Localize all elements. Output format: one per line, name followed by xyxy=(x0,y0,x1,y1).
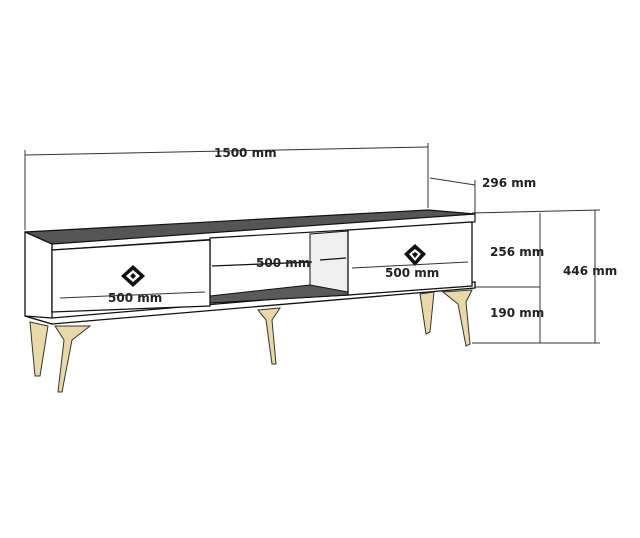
back-right-leg xyxy=(419,291,435,335)
right-drawer-handle-icon xyxy=(404,244,426,266)
front-left-leg xyxy=(54,325,92,393)
cabinet-height-label: 256 mm xyxy=(490,245,544,259)
left-drawer-handle-icon xyxy=(121,265,145,287)
middle-shelf-width-label: 500 mm xyxy=(256,256,310,270)
front-right-leg xyxy=(441,289,473,347)
back-left-leg xyxy=(29,321,49,377)
left-drawer-width-label: 500 mm xyxy=(108,291,162,305)
width-dimension xyxy=(24,143,429,230)
depth-label: 296 mm xyxy=(482,176,536,190)
depth-dimension xyxy=(429,177,476,214)
total-height-label: 446 mm xyxy=(563,264,617,278)
leg-height-label: 190 mm xyxy=(490,306,544,320)
height-dimensions xyxy=(471,209,601,344)
left-side-panel xyxy=(24,230,53,325)
middle-leg xyxy=(257,307,281,365)
width-label: 1500 mm xyxy=(214,146,277,160)
right-drawer-width-label: 500 mm xyxy=(385,266,439,280)
